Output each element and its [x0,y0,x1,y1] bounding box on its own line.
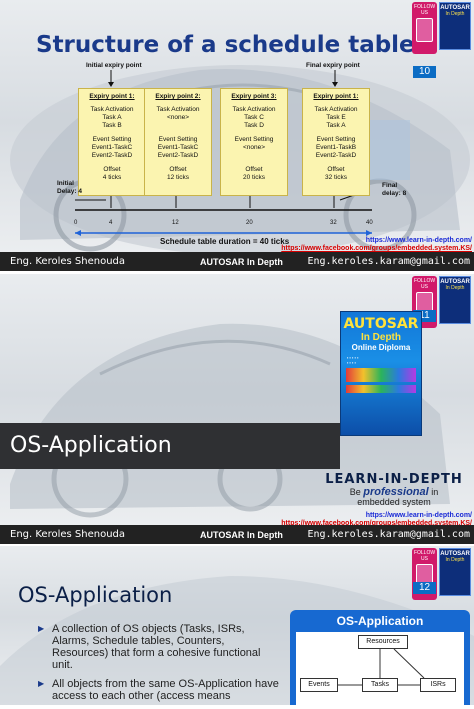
diagram-node-isrs: ISRs [420,678,456,692]
expiry-point-box-4: Expiry point 1: Task Activation Task E T… [302,88,370,196]
tick-label: 32 [330,220,337,226]
book-cover-image: AUTOSAR In Depth Online Diploma ▪ ▪ ▪ ▪ … [340,311,422,436]
page-number: 12 [413,582,436,594]
os-application-band [0,423,340,469]
final-delay-label: Final delay: 8 [382,182,407,197]
page-number: 10 [413,66,436,78]
learn-in-depth-logo: LEARN-IN-DEPTH Be professional in embedd… [325,472,463,507]
bullet-list: A collection of OS objects (Tasks, ISRs,… [38,623,282,709]
book-icon [416,18,433,42]
slide-title: OS-Application [10,433,172,458]
diagram-connectors [338,648,425,686]
expiry-point-box-1: Expiry point 1: Task Activation Task A T… [78,88,146,196]
course-thumbnail: AUTOSAR In Depth [439,276,471,324]
footer-course: AUTOSAR In Depth [200,256,283,267]
diagram-node-tasks: Tasks [362,678,398,692]
site-link[interactable]: https://www.learn-in-depth.com/ [365,512,472,519]
diagram-node-resources: Resources [358,635,408,649]
course-thumbnail: AUTOSAR In Depth [439,548,471,596]
bullet-item: All objects from the same OS-Application… [38,678,282,702]
site-link[interactable]: https://www.learn-in-depth.com/ [365,237,472,244]
links: https://www.learn-in-depth.com/ https://… [281,237,472,253]
course-thumbnail: AUTOSAR In Depth [439,2,471,50]
footer: Eng. Keroles Shenouda AUTOSAR In Depth E… [0,252,474,271]
footer-email: Eng.keroles.karam@gmail.com [307,256,470,267]
tick-label: 4 [109,220,113,226]
footer-email: Eng.keroles.karam@gmail.com [307,529,470,540]
footer-author: Eng. Keroles Shenouda [10,529,126,540]
diagram-title: OS-Application [336,614,424,628]
tick-label: 12 [172,220,179,226]
tick-label: 0 [74,220,78,226]
slide-1: Structure of a schedule table Initial ex… [0,0,474,271]
expiry-point-box-2: Expiry point 2: Task Activation <none> E… [144,88,212,196]
schedule-duration-label: Schedule table duration = 40 ticks [160,237,290,246]
final-expiry-label: Final expiry point [306,62,360,69]
footer-author: Eng. Keroles Shenouda [10,256,126,267]
slide-title: OS-Application [18,583,173,607]
bullet-item: A collection of OS objects (Tasks, ISRs,… [38,623,282,671]
diagram-node-events: Events [300,678,338,692]
facebook-link[interactable]: https://www.facebook.com/groups/embedded… [281,245,472,252]
tick-label: 20 [246,220,253,226]
os-application-diagram: OS-Application Resources Events Tasks IS… [290,610,470,705]
slide-title: Structure of a schedule table [36,32,415,58]
expiry-point-box-3: Expiry point 3: Task Activation Task C T… [220,88,288,196]
initial-delay-label: Initial Delay: 4 [57,180,82,195]
links: https://www.learn-in-depth.com/ https://… [281,512,472,528]
follow-us-badge: FOLLOW US [412,2,437,54]
tick-label: 40 [366,220,373,226]
initial-expiry-label: Initial expiry point [86,62,142,69]
footer: Eng. Keroles Shenouda AUTOSAR In Depth E… [0,525,474,544]
footer-course: AUTOSAR In Depth [200,529,283,540]
facebook-link[interactable]: https://www.facebook.com/groups/embedded… [281,520,472,527]
